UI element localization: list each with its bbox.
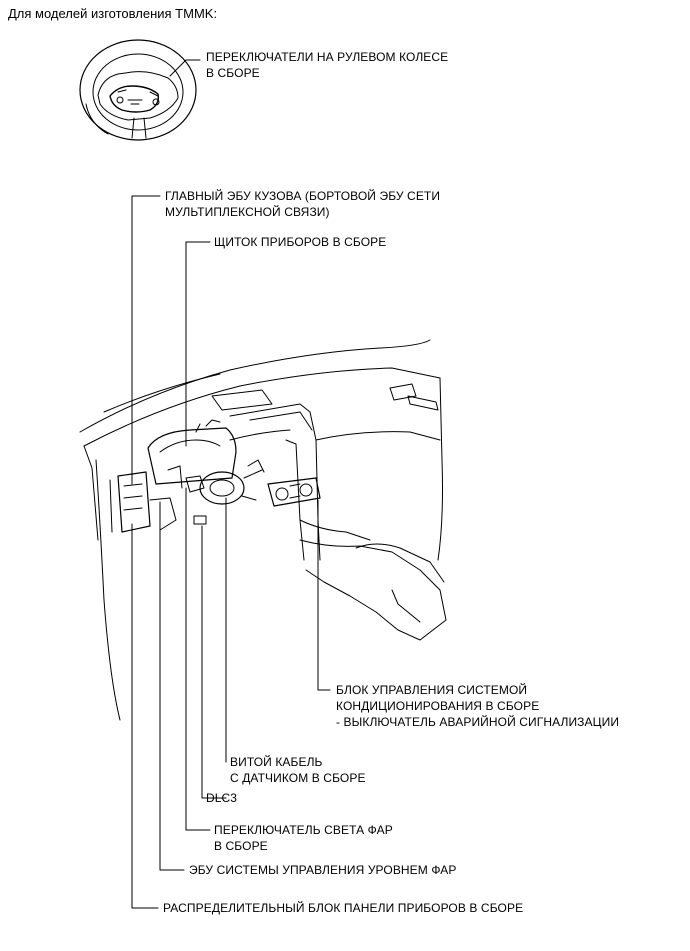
label-junction-block: РАСПРЕДЕЛИТЕЛЬНЫЙ БЛОК ПАНЕЛИ ПРИБОРОВ В…: [163, 901, 524, 915]
label-leveling-ecu: ЭБУ СИСТЕМЫ УПРАВЛЕНИЯ УРОВНЕМ ФАР: [189, 863, 457, 877]
label-dlc3: DLC3: [206, 791, 238, 805]
label-headlight-switch: ПЕРЕКЛЮЧАТЕЛЬ СВЕТА ФАР В СБОРЕ: [214, 823, 393, 853]
dashboard-drawing: [79, 339, 447, 721]
label-spiral-cable: ВИТОЙ КАБЕЛЬ С ДАТЧИКОМ В СБОРЕ: [230, 755, 366, 785]
label-main-body-ecu: ГЛАВНЫЙ ЭБУ КУЗОВА (БОРТОВОЙ ЭБУ СЕТИ МУ…: [165, 189, 441, 219]
label-steering-switch: ПЕРЕКЛЮЧАТЕЛИ НА РУЛЕВОМ КОЛЕСЕ В СБОРЕ: [206, 50, 449, 80]
label-combination-meter: ЩИТОК ПРИБОРОВ В СБОРЕ: [214, 235, 387, 249]
label-ac-control: БЛОК УПРАВЛЕНИЯ СИСТЕМОЙ КОНДИЦИОНИРОВАН…: [336, 683, 620, 729]
steering-wheel-drawing: [79, 39, 197, 141]
leader-lines: [131, 59, 331, 909]
page-heading: Для моделей изготовления TMMK:: [8, 6, 218, 21]
